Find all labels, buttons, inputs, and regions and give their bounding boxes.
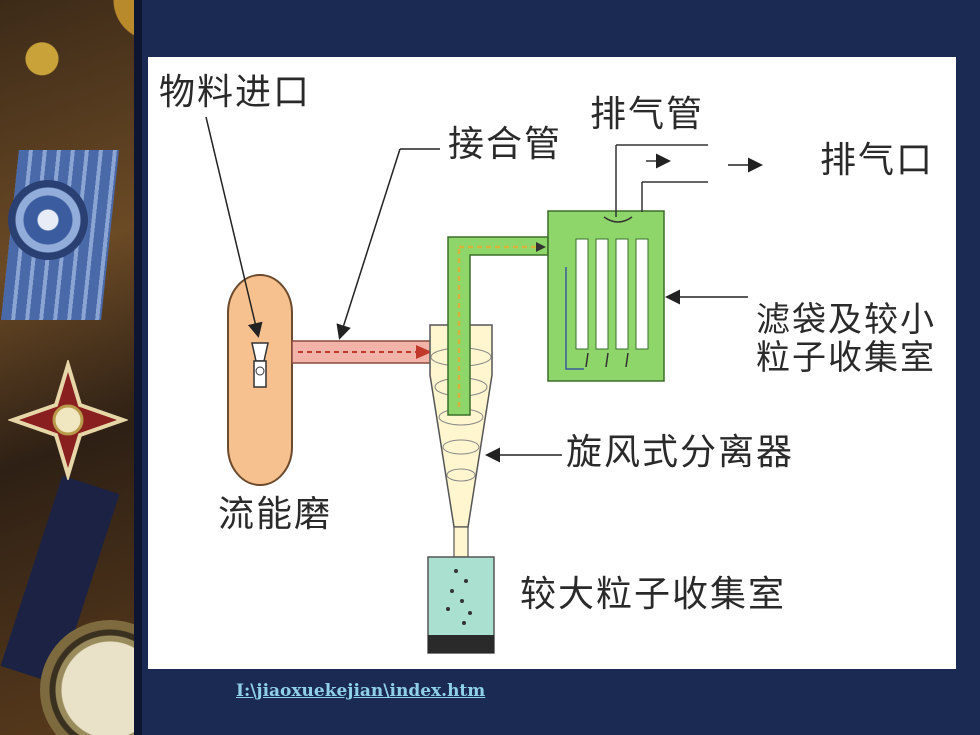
label-exhaust-pipe: 排气管 [590, 94, 705, 135]
label-large-particle-chamber: 较大粒子收集室 [520, 574, 787, 615]
inlet-leader [205, 116, 263, 338]
sidebar-divider [134, 0, 142, 735]
label-jet-mill: 流能磨 [218, 494, 333, 535]
label-material-inlet: 物料进口 [159, 72, 312, 113]
label-filter-chamber: 滤袋及较小粒子收集室 [756, 300, 936, 378]
medal-cross-icon [8, 360, 128, 480]
filter-chamber [447, 144, 708, 416]
jet-mill [227, 274, 293, 486]
decorative-sidebar [0, 0, 140, 735]
process-diagram: 物料进口 接合管 排气管 排气口 滤袋及较小粒子收集室 旋风式分离器 流能磨 较… [148, 57, 956, 669]
large-particle-collector [427, 556, 495, 654]
label-joint-pipe: 接合管 [448, 124, 563, 165]
rosette-ornament [8, 180, 88, 260]
diagram-graphics [205, 116, 763, 654]
label-cyclone: 旋风式分离器 [566, 432, 795, 473]
joint-pipe [291, 340, 433, 364]
joint-leader [336, 148, 401, 340]
label-exhaust-port: 排气口 [820, 140, 935, 181]
index-link[interactable]: I:\jiaoxuekejian\index.htm [236, 681, 486, 701]
